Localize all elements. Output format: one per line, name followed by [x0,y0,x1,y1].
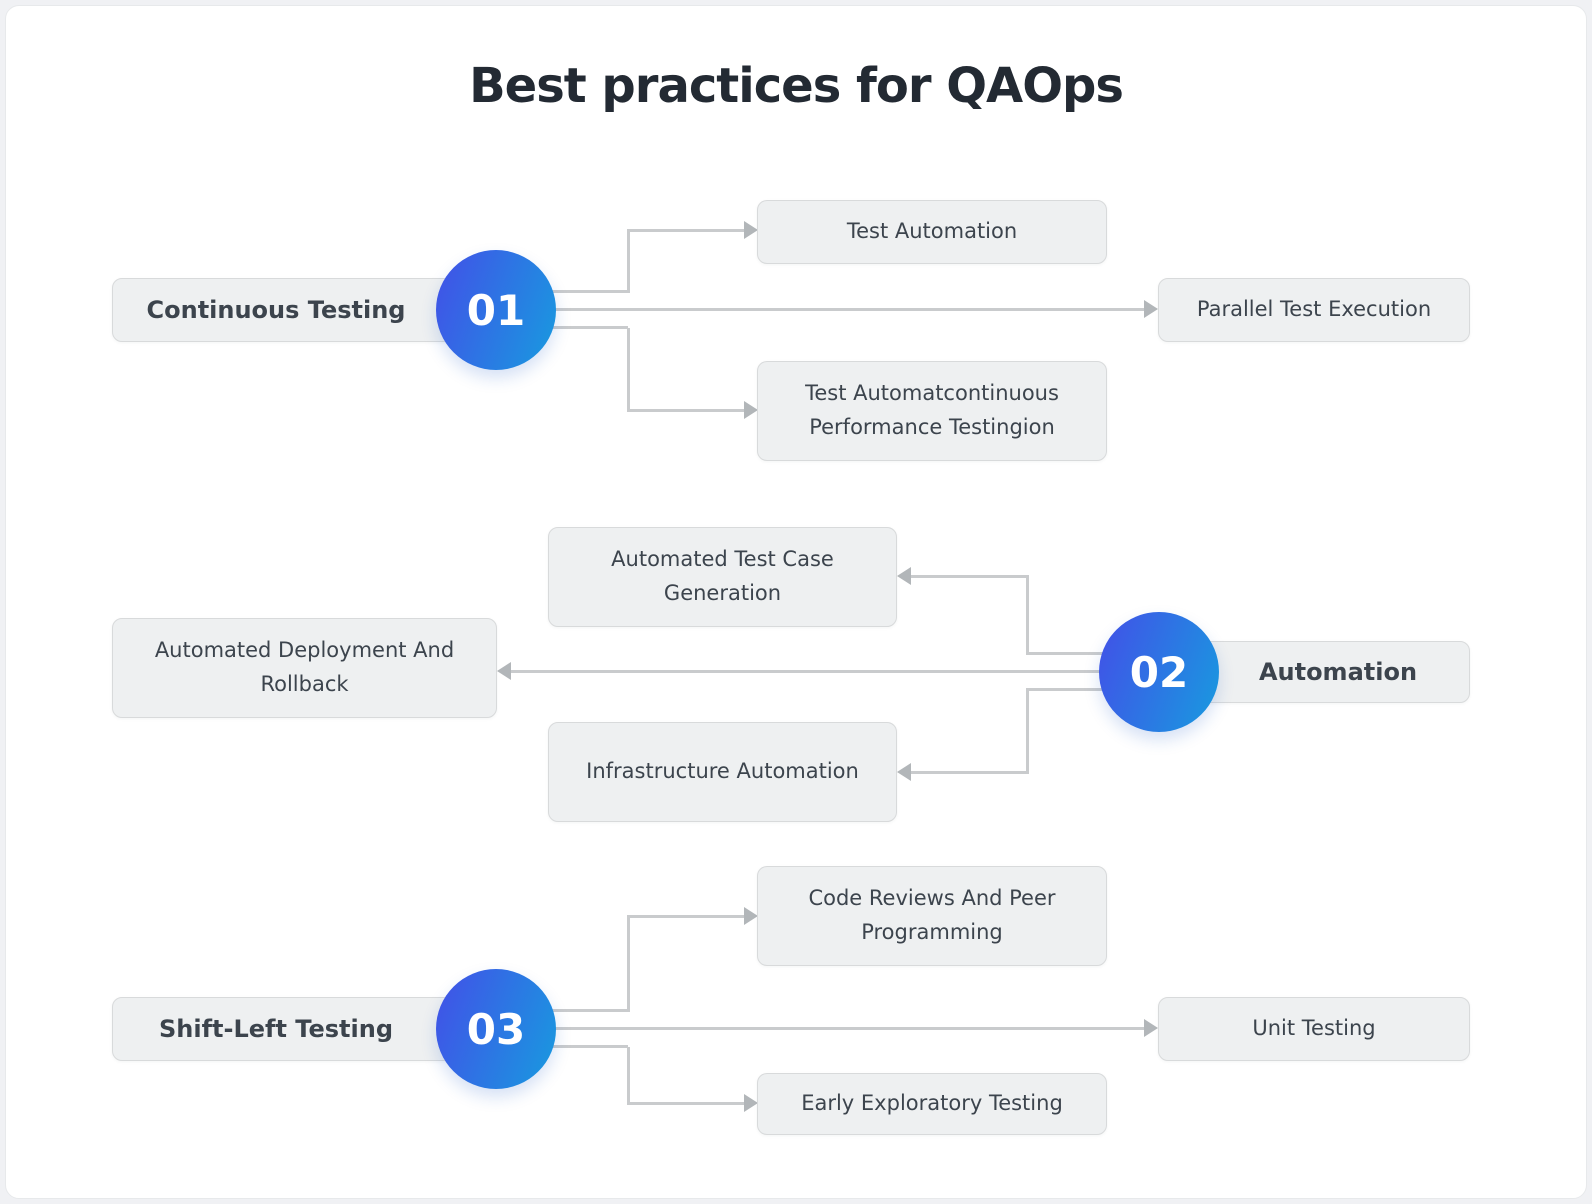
arrowhead-icon [497,662,511,680]
node-test-automation: Test Automation [757,200,1107,264]
section-03-number-badge: 03 [436,969,556,1089]
connector-line [500,290,628,293]
connector-line [1026,690,1029,774]
connector-line [911,771,1029,774]
arrowhead-icon [1144,1019,1158,1037]
connector-line [627,1047,630,1105]
connector-line [1026,652,1118,655]
node-label: Unit Testing [1252,1016,1376,1041]
node-label: Parallel Test Execution [1196,297,1432,322]
arrowhead-icon [897,567,911,585]
node-automated-test-case-generation: Automated Test Case Generation [548,527,897,627]
connector-line [511,670,1113,673]
node-label: Code Reviews And Peer Programming [808,886,1056,944]
connector-line [627,230,630,293]
section-number: 02 [1129,647,1189,697]
connector-line [500,1045,628,1048]
connector-line [627,328,630,410]
connector-line [627,915,745,918]
node-label: Automated Test Case Generation [611,547,834,605]
connector-line [500,308,1144,311]
node-code-reviews-peer-programming: Code Reviews And Peer Programming [757,866,1107,966]
page-title: Best practices for QAOps [469,58,1124,114]
node-early-exploratory-testing: Early Exploratory Testing [757,1073,1107,1135]
arrowhead-icon [744,221,758,239]
section-01-number-badge: 01 [436,250,556,370]
arrowhead-icon [744,401,758,419]
section-label: Automation [1258,657,1418,686]
node-infrastructure-automation: Infrastructure Automation [548,722,897,822]
section-label: Shift-Left Testing [158,1014,394,1043]
section-number: 03 [466,1004,526,1054]
connector-line [911,575,1029,578]
node-parallel-test-execution: Parallel Test Execution [1158,278,1470,342]
connector-line [500,1027,1144,1030]
arrowhead-icon [897,763,911,781]
connector-line [627,1102,745,1105]
connector-line [627,409,745,412]
node-label: Early Exploratory Testing [801,1091,1063,1116]
connector-line [627,229,745,232]
node-label: Infrastructure Automation [586,759,859,784]
connector-line [1026,688,1118,691]
node-label: Automated Deployment And Rollback [154,638,455,696]
arrowhead-icon [744,1094,758,1112]
section-02-number-badge: 02 [1099,612,1219,732]
section-01-label-box: Continuous Testing [112,278,492,342]
node-performance-testing: Test Automatcontinuous Performance Testi… [757,361,1107,461]
connector-line [500,326,628,329]
connector-line [627,917,630,1012]
connector-line [500,1009,628,1012]
node-automated-deployment-rollback: Automated Deployment And Rollback [112,618,497,718]
section-number: 01 [466,285,526,335]
section-03-label-box: Shift-Left Testing [112,997,492,1061]
node-label: Test Automation [846,219,1018,244]
connector-line [1026,577,1029,655]
node-label: Test Automatcontinuous Performance Testi… [805,381,1059,439]
section-label: Continuous Testing [146,295,406,324]
arrowhead-icon [1144,300,1158,318]
node-unit-testing: Unit Testing [1158,997,1470,1061]
arrowhead-icon [744,907,758,925]
